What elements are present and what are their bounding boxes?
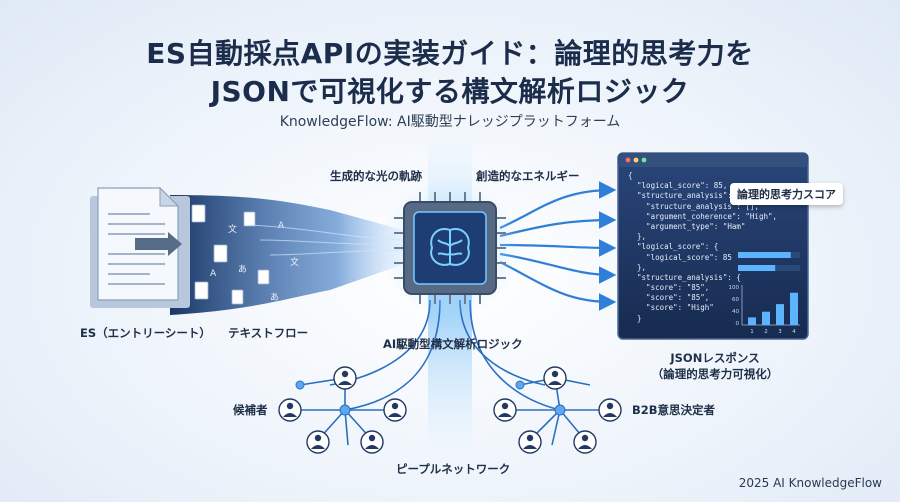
label-light-trail: 生成的な光の軌跡 bbox=[330, 169, 422, 183]
code-line: "structure_analysis": [], bbox=[628, 201, 759, 211]
footer-copyright: 2025 AI KnowledgeFlow bbox=[738, 476, 882, 490]
mini-bar bbox=[762, 311, 770, 325]
label-b2b: B2B意思決定者 bbox=[632, 403, 716, 417]
svg-text:A: A bbox=[210, 269, 217, 279]
code-line: "argument_coherence": "High", bbox=[628, 211, 778, 221]
mini-bar-tick: 2 bbox=[764, 329, 768, 335]
mini-bar-tick: 3 bbox=[778, 329, 782, 335]
label-json-response: JSONレスポンス bbox=[670, 351, 760, 365]
code-line: "score": "85", bbox=[628, 293, 710, 303]
svg-text:あ: あ bbox=[270, 292, 279, 303]
label-creative-energy: 創造的なエネルギー bbox=[476, 169, 580, 183]
svg-text:文: 文 bbox=[228, 223, 237, 235]
code-line: "logical_score": { bbox=[628, 242, 719, 252]
mini-y-tick: 100 bbox=[729, 285, 740, 291]
flow-glyphs: 文 A あ A 文あ bbox=[210, 221, 299, 303]
flow-document-icons bbox=[191, 204, 270, 305]
page-subtitle: KnowledgeFlow: AI駆動型ナレッジプラットフォーム bbox=[279, 114, 621, 130]
hbar-fill bbox=[738, 265, 776, 271]
code-line: "score": "High" bbox=[628, 303, 714, 313]
hbar-fill bbox=[738, 252, 791, 258]
json-code-block: { "logical_score": 85, "structure_analys… bbox=[628, 171, 804, 324]
svg-text:A: A bbox=[278, 221, 285, 231]
network-nodes bbox=[295, 380, 566, 416]
svg-text:文: 文 bbox=[290, 256, 299, 268]
mini-bar bbox=[790, 292, 798, 325]
code-line: "structure_analysis": { bbox=[628, 272, 741, 282]
page-title-line2: JSONで可視化する構文解析ロジック bbox=[210, 75, 690, 108]
label-ai-logic: AI駆動型構文解析ロジック bbox=[383, 337, 523, 351]
code-line: "logical_score": 85, bbox=[628, 181, 728, 191]
mini-bar-tick: 1 bbox=[750, 329, 754, 335]
label-people-network: ピープルネットワーク bbox=[396, 462, 511, 476]
code-line: }, bbox=[628, 262, 647, 272]
network-people-icons bbox=[278, 366, 622, 454]
page-title-line1: ES自動採点APIの実装ガイド：論理的思考力を bbox=[146, 37, 754, 70]
code-line: "score": "85", bbox=[628, 283, 710, 293]
brain-icon bbox=[430, 228, 470, 266]
mini-bar-chart: 1 2 3 4 100 60 40 0 bbox=[729, 285, 800, 335]
code-line: } bbox=[628, 313, 642, 323]
es-document-icon bbox=[90, 186, 190, 308]
logical-score-badge: 論理的思考力スコア bbox=[730, 183, 843, 205]
mini-y-tick: 40 bbox=[732, 309, 739, 315]
mini-y-tick: 60 bbox=[732, 297, 739, 303]
code-line: }, bbox=[628, 232, 647, 242]
label-candidate: 候補者 bbox=[233, 403, 268, 417]
mini-bar bbox=[748, 317, 756, 325]
label-json-response-sub: （論理的思考力可視化） bbox=[651, 367, 779, 381]
mini-y-tick: 0 bbox=[736, 321, 740, 327]
mini-hbar-chart bbox=[738, 252, 800, 271]
mini-bar-tick: 4 bbox=[792, 329, 796, 335]
code-line: { bbox=[628, 171, 633, 180]
ai-chip bbox=[380, 178, 520, 318]
label-text-flow: テキストフロー bbox=[228, 326, 309, 340]
mini-bar bbox=[776, 304, 784, 325]
label-es: ES（エントリーシート） bbox=[80, 326, 211, 340]
svg-text:あ: あ bbox=[238, 264, 247, 275]
code-line: "logical_score": 85 bbox=[628, 252, 732, 262]
code-line: "argument_type": "Ham" bbox=[628, 221, 746, 231]
